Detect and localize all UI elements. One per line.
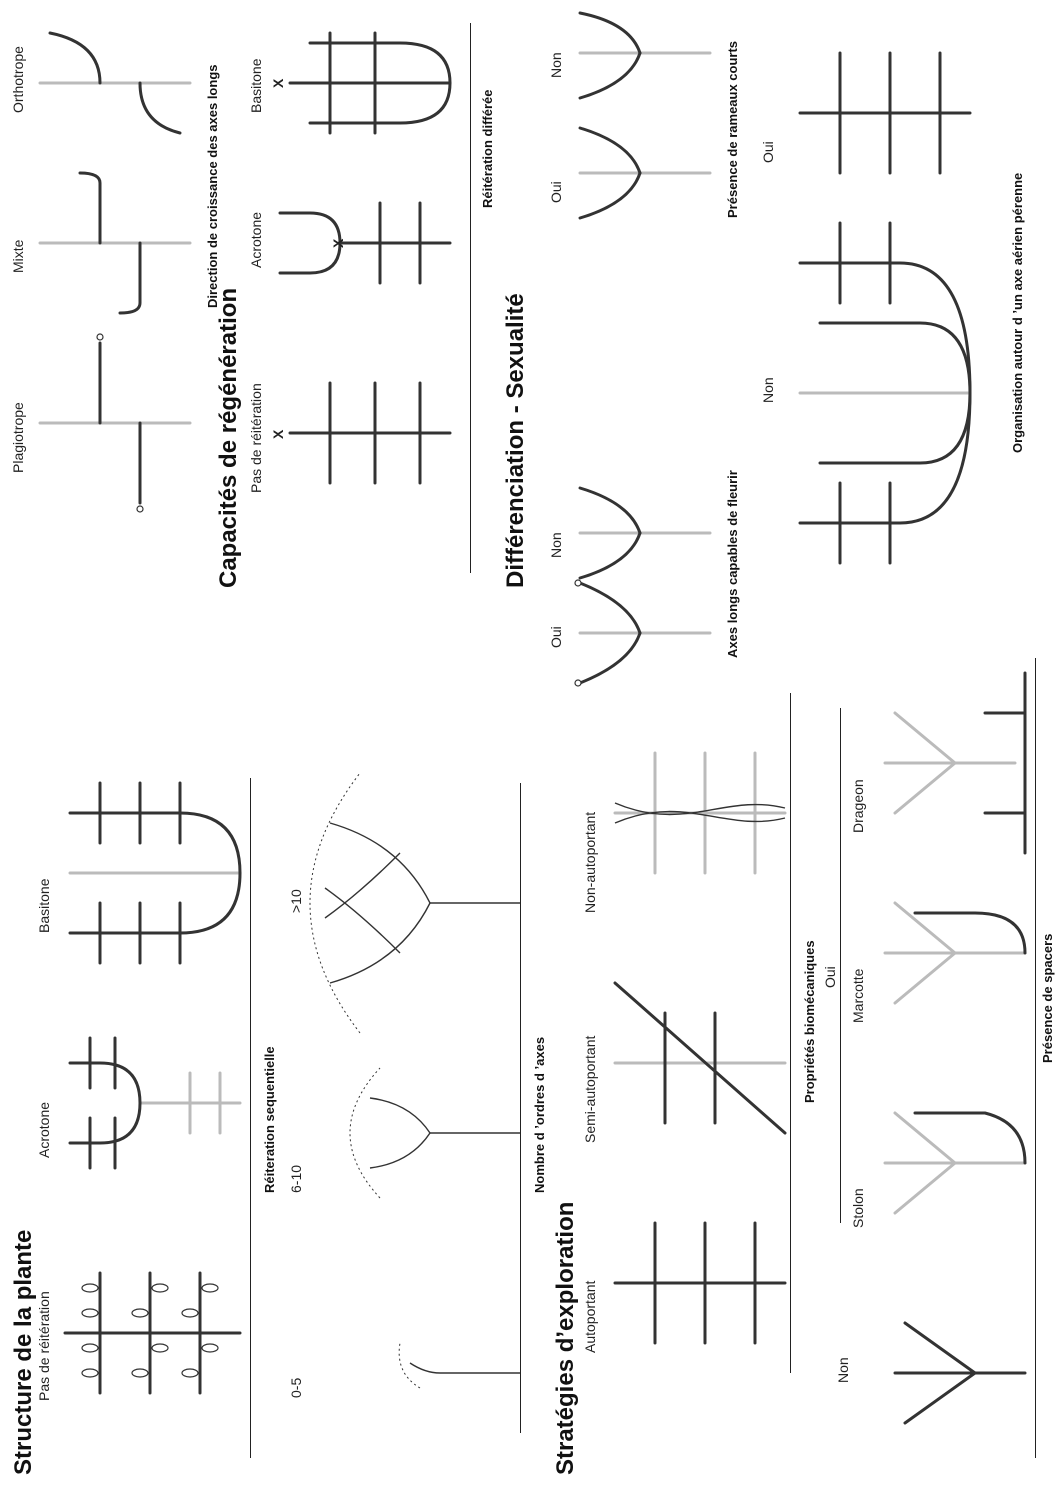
regeneration-mark-none: X — [270, 429, 286, 439]
short-label-non: Non — [548, 52, 564, 78]
structure-tree-basitone — [68, 781, 242, 965]
exploration-caption: Propriétés biomécaniques — [802, 940, 817, 1103]
structure-caption: Réiteration sequentielle — [262, 1046, 277, 1193]
regeneration-mark-basitone: X — [270, 78, 286, 88]
short-label-oui: Oui — [548, 181, 564, 203]
spacers-label-drageon: Drageon — [850, 779, 866, 833]
spacers-caption: Présence de spacers — [1040, 933, 1055, 1063]
exploration-title: Stratégies d’exploration — [552, 1201, 579, 1475]
structure-title: Structure de la plante — [10, 1229, 37, 1475]
regeneration-title: Capacités de régénération — [215, 287, 242, 588]
regeneration-caption: Réitération différée — [480, 89, 495, 208]
spacers-label-non: Non — [835, 1357, 851, 1383]
regeneration-label-basitone: Basitone — [248, 58, 264, 113]
differentiation-diagrams — [574, 11, 712, 687]
exploration-label-autoportant: Autoportant — [582, 1280, 598, 1353]
spacers-baseline — [1035, 658, 1036, 1458]
structure-baseline — [250, 778, 251, 1458]
growth-label-plagiotrope: Plagiotrope — [10, 402, 26, 473]
exploration-trees — [613, 751, 787, 1345]
spacers-trees — [883, 671, 1027, 1425]
regeneration-label-acrotone: Acrotone — [248, 211, 264, 268]
spacers-label-stolon: Stolon — [850, 1188, 866, 1228]
structure-label-basitone: Basitone — [36, 878, 52, 933]
structure-tree-acrotone — [68, 1036, 242, 1170]
structure-label-none: Pas de réitération — [36, 1291, 52, 1401]
structure-tree-none — [63, 1271, 242, 1395]
perennial-trees — [798, 51, 972, 565]
regeneration-baseline — [470, 23, 471, 573]
perennial-caption: Organisation autour d ’un axe aérien pér… — [1010, 172, 1025, 453]
growth-label-orthotrope: Orthotrope — [10, 46, 26, 113]
regeneration-label-none: Pas de réitération — [248, 383, 264, 493]
regeneration-mark-acrotone: X — [330, 238, 346, 248]
structure-label-acrotone: Acrotone — [36, 1101, 52, 1158]
differentiation-title: Différenciation - Sexualité — [502, 293, 529, 588]
orders-diagrams — [309, 772, 520, 1389]
flower-caption: Axes longs capables de fleurir — [725, 470, 740, 658]
spacers-label-marcotte: Marcotte — [850, 968, 866, 1023]
flower-label-oui: Oui — [548, 626, 564, 648]
perennial-label-oui: Oui — [760, 141, 776, 163]
regeneration-trees — [278, 31, 452, 485]
flower-label-non: Non — [548, 532, 564, 558]
growth-caption: Direction de croissance des axes longs — [205, 64, 220, 309]
short-caption: Présence de rameaux courts — [725, 40, 740, 218]
exploration-label-semi: Semi-autoportant — [582, 1035, 598, 1143]
exploration-baseline — [790, 693, 791, 1373]
orders-baseline — [520, 783, 521, 1433]
growth-label-mixte: Mixte — [10, 239, 26, 273]
exploration-label-non: Non-autoportant — [582, 811, 598, 913]
growth-diagrams — [38, 31, 192, 513]
spacers-label-oui: Oui — [822, 966, 838, 988]
orders-caption: Nombre d ’ordres d ’axes — [532, 1036, 547, 1193]
spacers-oui-bracket — [840, 708, 841, 1223]
perennial-label-non: Non — [760, 377, 776, 403]
